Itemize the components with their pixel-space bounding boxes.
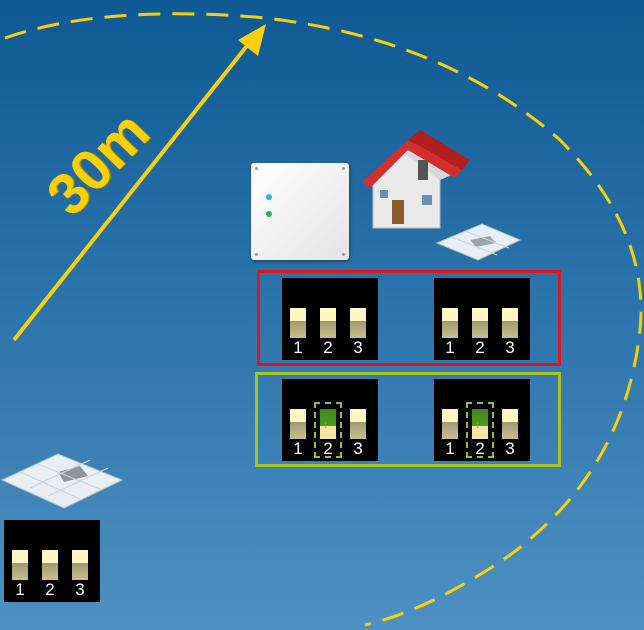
switch-2-up <box>320 308 336 338</box>
switch-number-label: 2 <box>475 338 485 357</box>
switch-1-up <box>442 308 458 338</box>
switch-3-up <box>502 308 518 338</box>
floor-sensor-icon <box>0 453 124 509</box>
switch-knob <box>72 550 88 563</box>
switch-number-label: 1 <box>293 439 303 458</box>
switch-knob <box>502 409 518 422</box>
dip-switch-red: 1 2 3 <box>434 278 530 360</box>
switch-knob <box>350 409 366 422</box>
switch-number-label: 2 <box>323 338 333 357</box>
switch-knob <box>442 308 458 321</box>
house-icon <box>362 130 470 229</box>
switch-number-label: 2 <box>323 439 333 458</box>
switch-number-label: 1 <box>445 338 455 357</box>
switch-number-label: 3 <box>505 439 515 458</box>
switch-number-label: 3 <box>353 439 363 458</box>
switch-knob <box>42 550 58 563</box>
switch-2-down: ↓ <box>472 409 488 439</box>
switch-knob <box>442 409 458 422</box>
switch-2-up <box>42 550 58 580</box>
switch-knob <box>502 308 518 321</box>
switch-number-label: 3 <box>353 338 363 357</box>
range-arrow <box>12 40 252 342</box>
switch-knob <box>472 308 488 321</box>
switch-3-up <box>350 308 366 338</box>
switch-knob <box>320 308 336 321</box>
switch-number-label: 3 <box>75 580 85 599</box>
switch-number-label: 1 <box>15 580 25 599</box>
switch-highlight <box>314 402 342 458</box>
switch-knob <box>290 409 306 422</box>
dip-switch-remote: 1 2 3 <box>4 520 100 602</box>
switch-highlight <box>466 402 494 458</box>
dip-switch-green: 1 ↓ 2 3 <box>434 379 530 461</box>
dip-switch-red: 1 2 3 <box>282 278 378 360</box>
switch-3-up <box>350 409 366 439</box>
switch-number-label: 1 <box>293 338 303 357</box>
switch-2-up <box>472 308 488 338</box>
switch-3-up <box>72 550 88 580</box>
switch-3-up <box>502 409 518 439</box>
switch-knob <box>472 426 488 439</box>
switch-1-up <box>12 550 28 580</box>
switch-1-up <box>442 409 458 439</box>
switch-knob <box>12 550 28 563</box>
switch-number-label: 2 <box>475 439 485 458</box>
dip-switch-green: 1 ↓ 2 3 <box>282 379 378 461</box>
status-led-blue <box>266 194 272 200</box>
switch-knob <box>350 308 366 321</box>
range-circle <box>4 12 643 627</box>
switch-knob <box>320 426 336 439</box>
switch-number-label: 2 <box>45 580 55 599</box>
switch-number-label: 3 <box>505 338 515 357</box>
paired-settings-box <box>255 372 561 467</box>
switch-number-label: 1 <box>445 439 455 458</box>
control-panel-icon <box>251 163 349 260</box>
arrow-down-icon: ↓ <box>323 419 329 431</box>
unpaired-settings-box <box>257 270 561 366</box>
arrow-down-icon: ↓ <box>475 419 481 431</box>
status-led-green <box>266 211 272 217</box>
switch-2-down: ↓ <box>320 409 336 439</box>
switch-1-up <box>290 308 306 338</box>
floor-sensor-icon <box>435 223 522 261</box>
switch-1-up <box>290 409 306 439</box>
switch-knob <box>290 308 306 321</box>
range-arrow-head <box>238 24 266 56</box>
